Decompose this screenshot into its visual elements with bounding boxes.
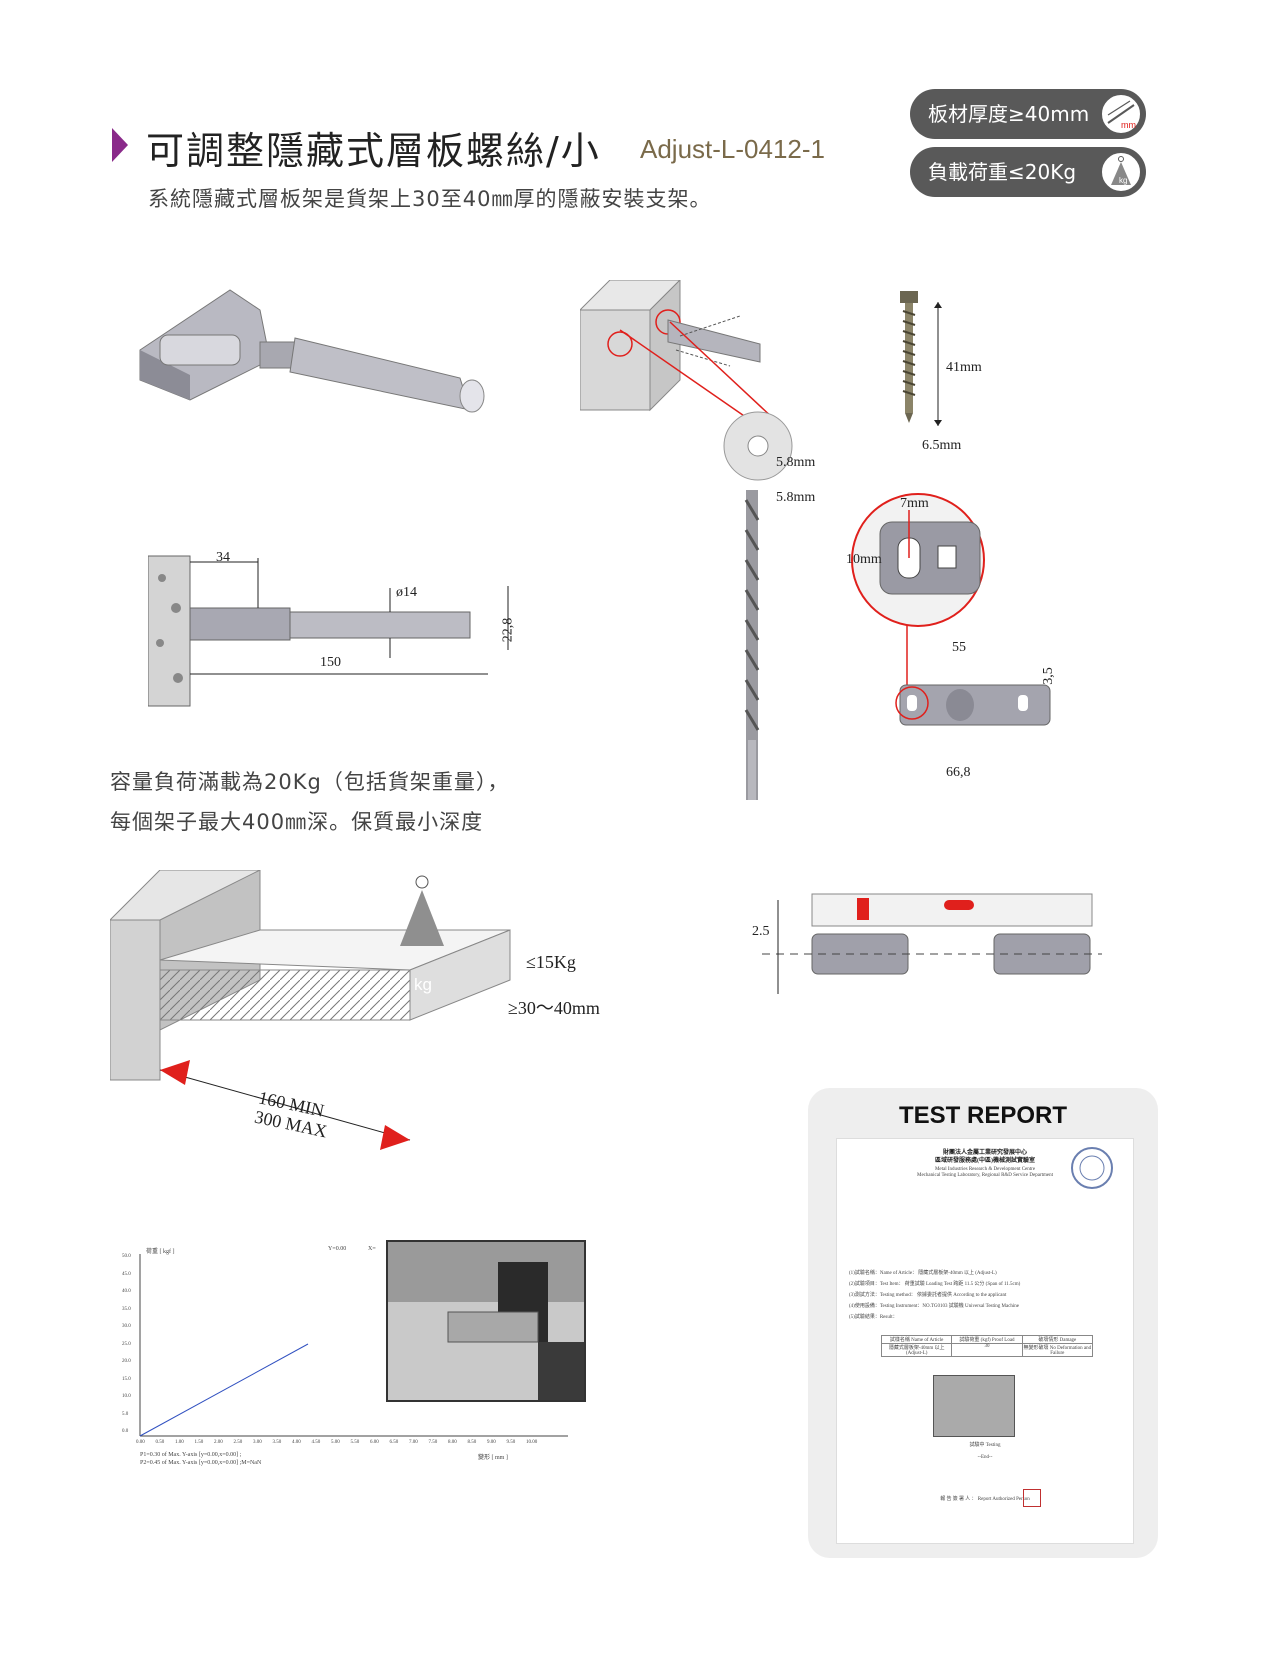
graph-y-tick: 0.0	[122, 1429, 129, 1434]
report-org-en-2: Mechanical Testing Laboratory, Regional …	[917, 1173, 1053, 1178]
load-badge: 負載荷重≤20Kg kg	[910, 147, 1146, 197]
thickness-mm-icon: mm	[1100, 93, 1142, 135]
svg-text:kg: kg	[1119, 176, 1127, 185]
report-seal-icon	[1071, 1147, 1113, 1189]
graph-y-tick: 25.0	[122, 1341, 131, 1347]
graph-x-tick: 6.00	[370, 1440, 379, 1445]
graph-y-tick: 40.0	[122, 1289, 131, 1294]
report-end: --End--	[977, 1455, 993, 1460]
load-per-bracket-label: ≤15Kg	[526, 952, 576, 972]
graph-x-tick: 4.00	[292, 1440, 301, 1445]
slot-width-label: 7mm	[900, 496, 929, 511]
slot-leader-line	[906, 625, 908, 695]
test-photo	[386, 1240, 586, 1402]
graph-y-tick: 30.0	[122, 1324, 131, 1329]
plate-width-label: 55	[952, 640, 966, 655]
graph-note-1: P1=0.30 of Max. Y-axis [y=0.00,x=0.00] ;	[140, 1452, 242, 1458]
report-org-2: 區域研發服務處(中區)機械測試實驗室	[935, 1158, 1035, 1164]
graph-x-tick: 5.00	[331, 1440, 340, 1445]
graph-x-tick: 9.50	[506, 1440, 516, 1445]
bracket-diameter-label: ø14	[396, 585, 417, 600]
test-report-title: TEST REPORT	[898, 1102, 1067, 1129]
thickness-badge: 板材厚度≥40mm mm	[910, 89, 1146, 139]
graph-x-tick: 9.00	[487, 1440, 496, 1445]
bracket-height-label: 22,8	[500, 617, 516, 643]
graph-y-label: 荷重 [ kgf ]	[146, 1249, 175, 1255]
graph-x-tick: 3.50	[272, 1440, 282, 1445]
load-deformation-graph: 荷重 [ kgf ] Y=0.00 X= 變形 [ mm ] 50.0 45.0 4…	[122, 1246, 568, 1466]
graph-x-tick: 7.00	[409, 1440, 418, 1445]
hole-detail	[723, 411, 793, 481]
graph-top-x: X=	[368, 1246, 376, 1252]
graph-x-tick: 7.50	[428, 1440, 438, 1445]
graph-x-tick: 1.00	[175, 1440, 184, 1445]
slot-height-label: 10mm	[846, 552, 882, 567]
graph-x-label: 變形 [ mm ]	[478, 1455, 508, 1461]
bracket-length-label: 150	[320, 655, 341, 670]
screw-width-label: 6.5mm	[922, 438, 962, 453]
report-lines: (1)試驗名稱：Name of Article： 隱藏式層板架-40mm 以上 …	[849, 1271, 1021, 1320]
graph-y-tick: 5.0	[122, 1411, 129, 1417]
graph-x-tick: 8.00	[448, 1440, 457, 1445]
graph-x-tick: 0.00	[136, 1440, 145, 1445]
shelf-load-illustration	[110, 870, 511, 1150]
report-photo-caption: 試驗中 Testing	[969, 1443, 1001, 1448]
weight-kg-icon: kg	[1100, 151, 1142, 193]
drill-bit-illustration	[744, 490, 760, 800]
report-photo	[933, 1375, 1015, 1437]
screw-length-label: 41mm	[946, 360, 982, 375]
graph-x-tick: 2.50	[233, 1440, 243, 1445]
graph-note-2: P2=0.45 of Max. Y-axis [y=0.00,x=0.00] ;…	[140, 1460, 262, 1466]
weight-cone-label: kg	[414, 975, 432, 994]
screw-length-dimension	[934, 302, 942, 426]
report-signature-stamp	[1023, 1489, 1041, 1507]
graph-x-tick: 10.00	[526, 1440, 538, 1445]
report-signature-line: 報 告 簽 署 人 ： Report Authorized Person	[940, 1497, 1030, 1502]
mounting-plate-illustration	[895, 684, 1051, 726]
detail-leader-lines	[619, 321, 776, 421]
capacity-caption-line-2: 每個架子最大400㎜深。保質最小深度	[110, 810, 484, 834]
graph-x-tick: 4.50	[311, 1440, 321, 1445]
page-title: 可調整隱藏式層板螺絲/小	[146, 129, 601, 173]
graph-y-tick: 35.0	[122, 1306, 131, 1312]
slot-detail	[851, 493, 985, 627]
graph-y-tick: 15.0	[122, 1376, 131, 1382]
graph-x-tick: 1.50	[194, 1440, 204, 1445]
graph-y-tick: 20.0	[122, 1359, 131, 1364]
level-adjust-label: 2.5	[752, 924, 770, 939]
graph-x-tick: 5.50	[350, 1440, 360, 1445]
capacity-caption-line-1: 容量負荷滿載為20Kg（包括貨架重量），	[110, 770, 510, 794]
model-number: Adjust-L-0412-1	[640, 134, 825, 164]
graph-x-tick: 3.00	[253, 1440, 262, 1445]
report-org-en-1: Metal Industries Research & Development …	[934, 1167, 1036, 1172]
thickness-badge-label: 板材厚度≥40mm	[928, 102, 1090, 126]
level-adjustment-illustration	[762, 893, 1102, 994]
graph-y-tick: 45.0	[122, 1271, 131, 1277]
load-badge-label: 負載荷重≤20Kg	[928, 160, 1077, 184]
graph-y-tick: 10.0	[122, 1394, 131, 1399]
wall-mount-illustration	[580, 280, 761, 412]
plate-thickness-label: 3,5	[1040, 667, 1056, 685]
bracket-dimension-drawing	[148, 555, 509, 707]
hole-diameter-label: 5.8mm	[776, 455, 816, 470]
test-report-document: 財團法人金屬工業研究發展中心 區域研發服務處(中區)機械測試實驗室 Metal …	[836, 1138, 1134, 1544]
svg-text:mm: mm	[1121, 120, 1136, 130]
graph-x-tick: 6.50	[389, 1440, 399, 1445]
graph-x-tick: 8.50	[467, 1440, 477, 1445]
screw-illustration	[900, 291, 918, 423]
page-subtitle: 系統隱藏式層板架是貨架上30至40㎜厚的隱蔽安裝支架。	[148, 187, 712, 211]
graph-top-y: Y=0.00	[328, 1246, 347, 1252]
report-org-1: 財團法人金屬工業研究發展中心	[942, 1150, 1027, 1156]
bracket-depth-label: 34	[216, 550, 230, 565]
plate-total-label: 66,8	[946, 765, 971, 780]
drill-diameter-label: 5.8mm	[776, 490, 816, 505]
title-marker	[112, 128, 128, 162]
graph-x-tick: 2.00	[214, 1440, 223, 1445]
board-thickness-label: ≥30～40mm	[508, 998, 600, 1018]
graph-y-tick: 50.0	[122, 1254, 131, 1259]
bracket-3d-illustration	[139, 289, 485, 413]
graph-x-tick: 0.50	[155, 1440, 165, 1445]
report-result-table: 試樣名稱 Name of Article 試驗荷重 (kgf) Proof Lo…	[881, 1335, 1093, 1357]
